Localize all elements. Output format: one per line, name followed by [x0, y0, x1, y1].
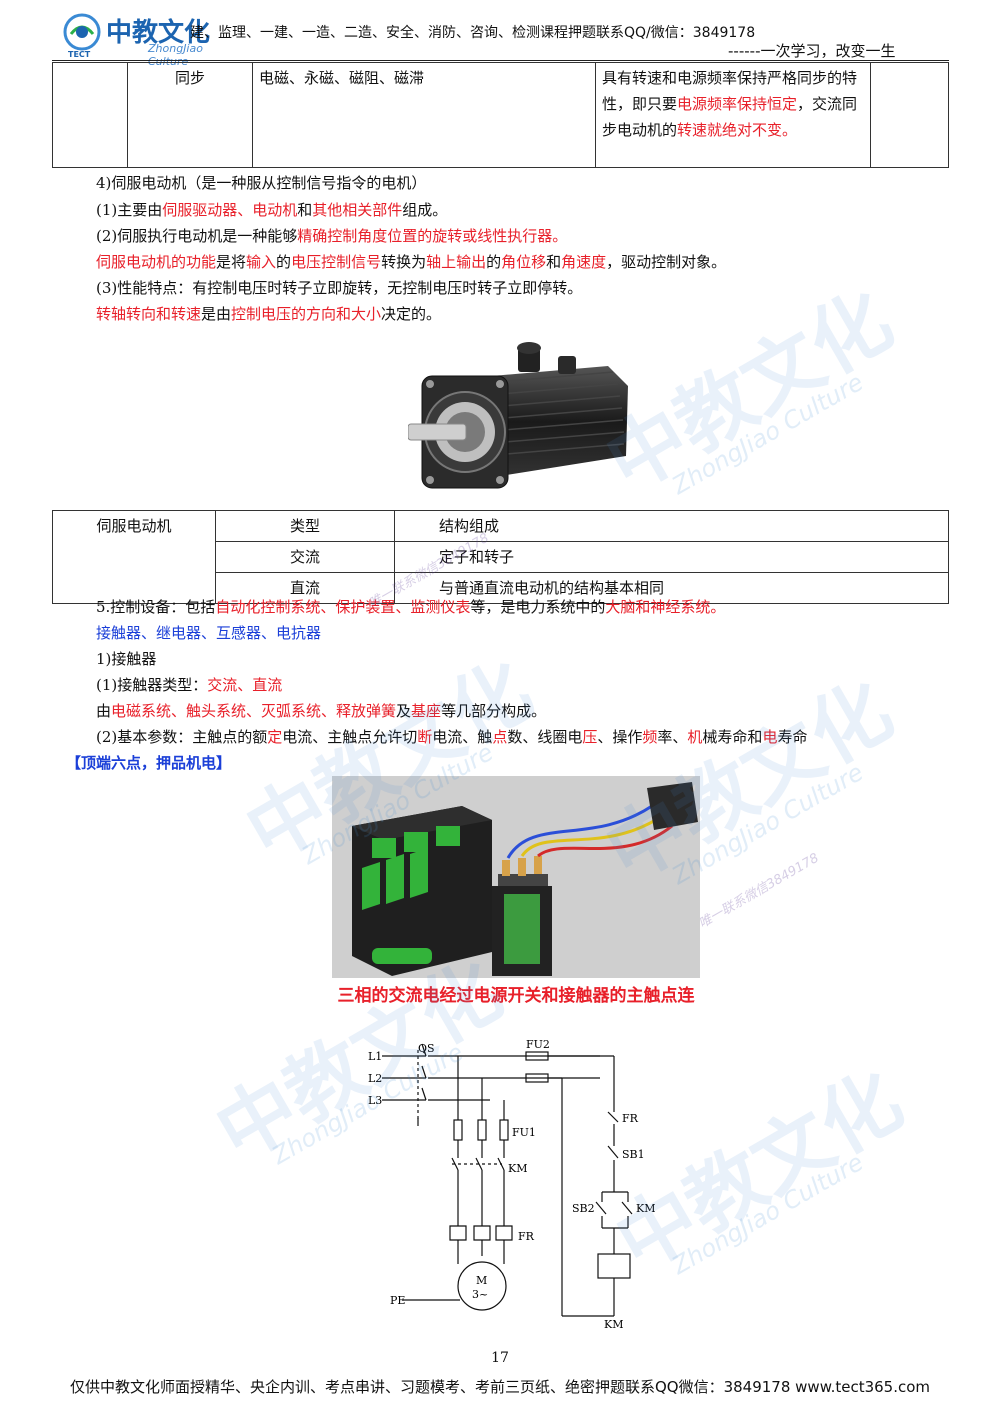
label-PE: PE [390, 1294, 405, 1307]
contactor-illustration [332, 776, 700, 1008]
label-L3: L3 [368, 1094, 382, 1107]
table-cell-sync-desc: 具有转速和电源频率保持严格同步的特性，即只要电源频率保持恒定，交流同步电动机的转… [595, 62, 871, 168]
servo-line-2: (2)伺服执行电动机是一种能够精确控制角度位置的旋转或线性执行器。 [96, 227, 568, 245]
label-KM-aux: KM [636, 1202, 655, 1215]
watermark-small-5: ZhongJiao Culture [667, 1148, 869, 1280]
servo-table-ac: 交流 [215, 541, 395, 573]
servo-table-dc-structure: 与普通直流电动机的结构基本相同 [394, 572, 949, 604]
servo-line-3: 伺服电动机的功能是将输入的电压控制信号转换为轴上输出的角位移和角速度，驱动控制对… [96, 253, 727, 271]
mnemonic: 【顶端六点，押品机电】 [66, 754, 232, 772]
motor-type-table: 同步 电磁、永磁、磁阻、磁滞 具有转速和电源频率保持严格同步的特性，即只要电源频… [52, 62, 949, 168]
servo-table-header-type: 类型 [215, 510, 395, 542]
label-SB2: SB2 [572, 1202, 595, 1215]
contactor-composition: 由电磁系统、触头系统、灭弧系统、释放弹簧及基座等几部分构成。 [96, 702, 547, 720]
label-L2: L2 [368, 1072, 382, 1085]
table-cell-empty [52, 62, 128, 168]
servo-table-dc: 直流 [215, 572, 395, 604]
watermark-small-1: ZhongJiao Culture [667, 368, 869, 500]
label-M3: 3~ [472, 1288, 488, 1301]
figure-caption: 三相的交流电经过电源开关和接触器的主触点连 [337, 986, 695, 1006]
contactor-heading: 1)接触器 [96, 650, 157, 668]
control-line-1: 5.控制设备：包括自动化控制系统、保护装置、监测仪表等，是电力系统中的大脑和神经… [96, 598, 726, 616]
label-FU2: FU2 [526, 1038, 550, 1051]
table-cell-sync-types: 电磁、永磁、磁阻、磁滞 [252, 62, 596, 168]
servo-motor-image [408, 342, 628, 489]
table-cell-empty-right [870, 62, 949, 168]
label-SB1: SB1 [622, 1148, 645, 1161]
label-L1: L1 [368, 1050, 382, 1063]
contactor-types: (1)接触器类型：交流、直流 [96, 676, 283, 694]
page-number: 17 [491, 1350, 509, 1366]
servo-table: 伺服电动机 类型 结构组成 交流 定子和转子 直流 与普通直流电动机的结构基本相… [52, 510, 949, 604]
control-line-2: 接触器、继电器、互感器、电抗器 [96, 624, 322, 642]
label-KM-main: KM [508, 1162, 527, 1175]
label-FU1: FU1 [512, 1126, 536, 1139]
label-FR-heater: FR [518, 1230, 535, 1243]
label-QS: QS [418, 1042, 435, 1055]
contactor-figure: 三相的交流电经过电源开关和接触器的主触点连 [332, 776, 700, 1008]
label-M: M [476, 1274, 487, 1287]
servo-table-ac-structure: 定子和转子 [394, 541, 949, 573]
servo-line-5: 转轴转向和转速是由控制电压的方向和大小决定的。 [96, 305, 442, 323]
figure-caption-band [332, 978, 700, 1008]
header-slogan: ------一次学习，改变一生 [728, 42, 896, 60]
table-cell-sync: 同步 [127, 62, 253, 168]
label-FR-contact: FR [622, 1112, 639, 1125]
logo-emblem-icon [63, 13, 101, 51]
contactor-circuit-diagram: L1 L2 L3 QS FU2 FU1 KM FR FR SB1 SB2 KM … [368, 1038, 655, 1330]
servo-heading: 4)伺服电动机（是一种服从控制信号指令的电机） [96, 174, 427, 192]
servo-line-1: (1)主要由伺服驱动器、电动机和其他相关部件组成。 [96, 201, 448, 219]
header-contact-line: 建、监理、一建、一造、二造、安全、消防、咨询、检测课程押题联系QQ/微信：384… [190, 25, 756, 41]
label-KM-coil: KM [604, 1318, 623, 1330]
header-divider [52, 60, 949, 61]
watermark-contact-2: 唯一联系微信3849178 [696, 850, 822, 932]
servo-table-header-structure: 结构组成 [394, 510, 949, 542]
logo-name: 中教文化 [106, 18, 211, 48]
servo-line-4: (3)性能特点：有控制电压时转子立即旋转，无控制电压时转子立即停转。 [96, 279, 583, 297]
servo-table-label: 伺服电动机 [52, 510, 216, 604]
contactor-parameters: (2)基本参数：主触点的额定电流、主触点允许切断电流、触点数、线圈电压、操作频率… [96, 728, 808, 746]
logo-tect: TECT [68, 50, 91, 59]
footer-text: 仅供中教文化师面授精华、央企内训、考点串讲、习题模考、考前三页纸、绝密押题联系Q… [69, 1378, 931, 1396]
